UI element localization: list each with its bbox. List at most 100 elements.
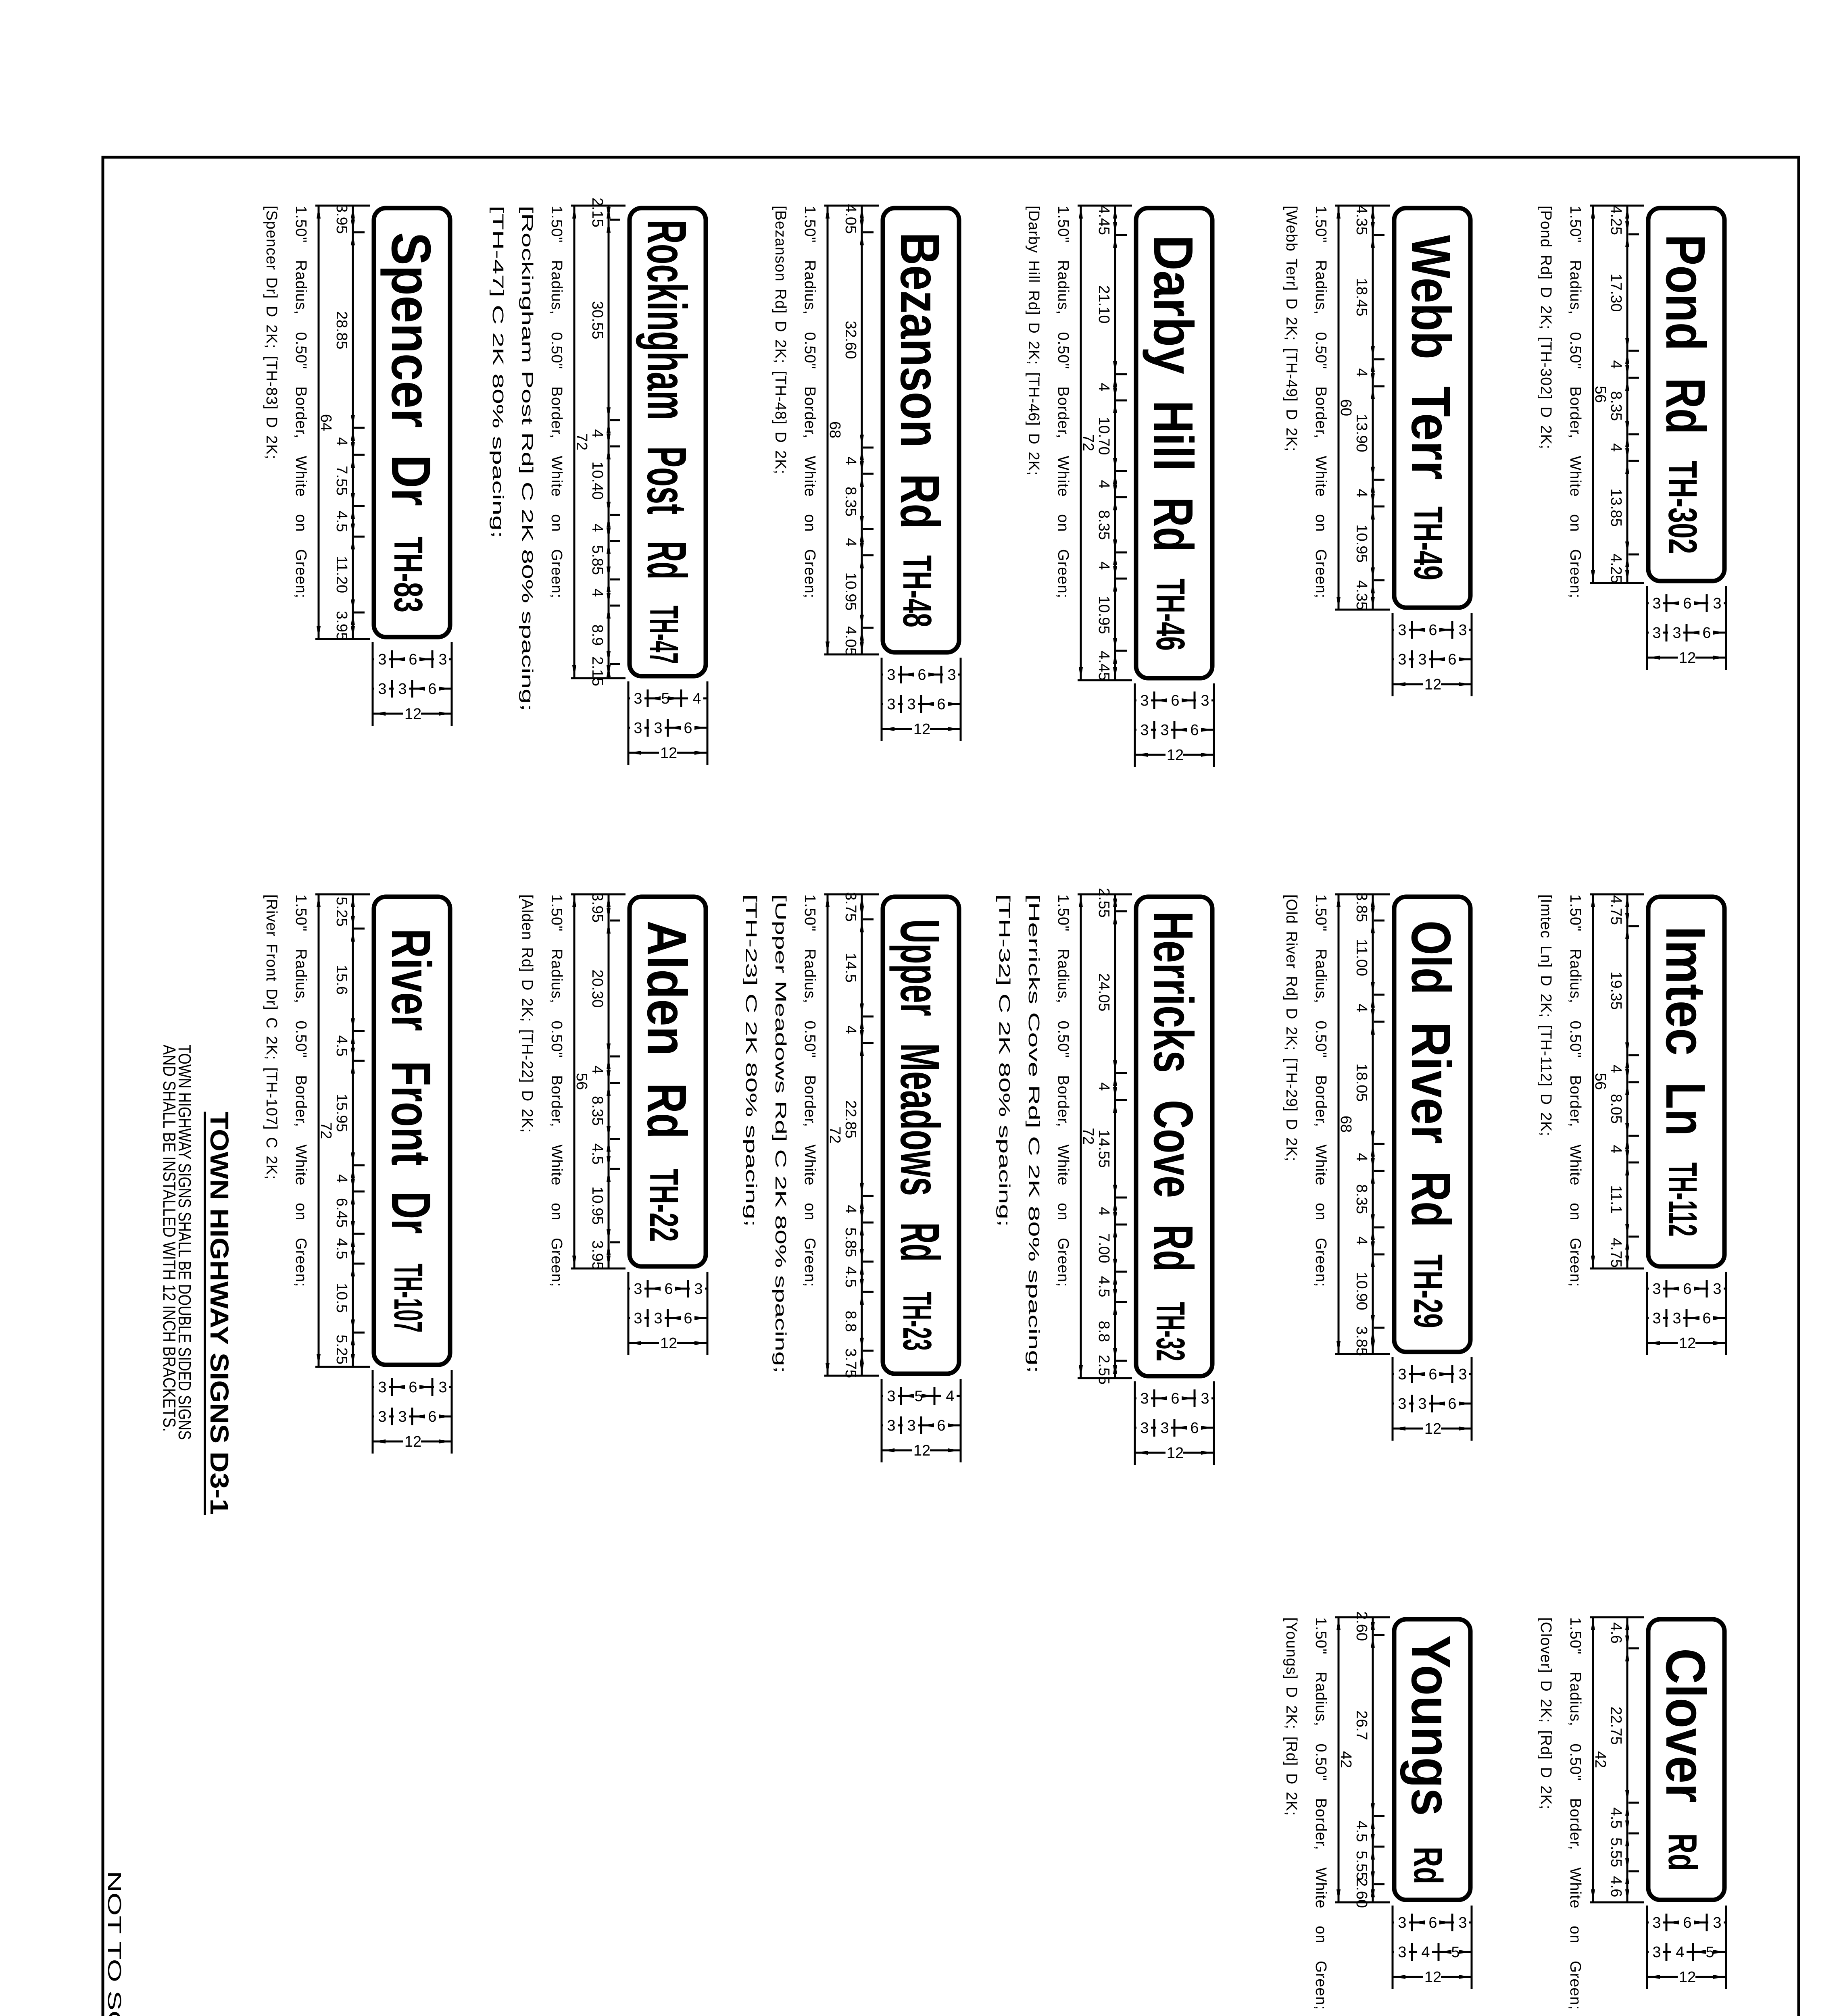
svg-text:10.95: 10.95 <box>842 572 859 610</box>
svg-text:TH-302: TH-302 <box>1660 461 1705 554</box>
svg-text:18.45: 18.45 <box>1353 278 1370 316</box>
svg-text:4: 4 <box>1676 1944 1684 1961</box>
svg-text:8.35: 8.35 <box>1095 510 1112 540</box>
svg-text:3.95: 3.95 <box>589 893 606 923</box>
svg-text:[TH-47] C 2K 80% spacing;: [TH-47] C 2K 80% spacing; <box>489 206 506 538</box>
svg-text:4: 4 <box>1095 480 1112 488</box>
svg-text:6: 6 <box>1683 1281 1691 1297</box>
svg-text:6: 6 <box>937 696 945 713</box>
svg-text:Rd: Rd <box>1660 1833 1705 1871</box>
svg-text:4.05: 4.05 <box>842 626 859 656</box>
svg-text:42: 42 <box>1337 1751 1354 1768</box>
svg-text:TH-112: TH-112 <box>1660 1162 1705 1237</box>
svg-text:4: 4 <box>333 1174 350 1183</box>
svg-text:6: 6 <box>409 651 417 668</box>
svg-text:10.70: 10.70 <box>1095 417 1112 455</box>
svg-text:TH-83: TH-83 <box>386 537 431 612</box>
svg-text:4: 4 <box>589 1065 606 1074</box>
svg-text:6: 6 <box>1448 1395 1456 1412</box>
svg-text:3: 3 <box>1713 1914 1721 1931</box>
svg-text:1.50" Radius, 0.50" Border, Wh: 1.50" Radius, 0.50" Border, White on Gre… <box>1312 894 1329 1287</box>
svg-text:3: 3 <box>1458 1914 1467 1931</box>
svg-text:10.90: 10.90 <box>1353 1272 1370 1310</box>
svg-text:Old: Old <box>1400 921 1462 995</box>
svg-text:5.25: 5.25 <box>333 897 350 927</box>
svg-text:4: 4 <box>842 1205 859 1213</box>
svg-text:TOWN HIGHWAY SIGNS D3-1: TOWN HIGHWAY SIGNS D3-1 <box>205 1112 234 1515</box>
svg-text:TH-23: TH-23 <box>894 1292 940 1351</box>
svg-text:[Pond Rd] D 2K; [TH-302] D 2K;: [Pond Rd] D 2K; [TH-302] D 2K; <box>1537 206 1554 450</box>
svg-text:5: 5 <box>1451 1944 1460 1961</box>
svg-text:4: 4 <box>1608 1145 1624 1153</box>
svg-text:4: 4 <box>1421 1944 1430 1961</box>
svg-text:6: 6 <box>1683 1914 1691 1931</box>
svg-text:Upper: Upper <box>889 919 951 1016</box>
svg-text:10.95: 10.95 <box>1353 524 1370 562</box>
svg-text:3.85: 3.85 <box>1353 1326 1370 1356</box>
svg-text:4: 4 <box>692 690 701 707</box>
svg-text:11.00: 11.00 <box>1353 939 1370 976</box>
svg-text:3: 3 <box>654 720 662 737</box>
svg-text:[Webb Terr] D 2K; [TH-49] D 2K: [Webb Terr] D 2K; [TH-49] D 2K; <box>1283 206 1300 452</box>
svg-text:3: 3 <box>1418 1395 1426 1412</box>
svg-text:Post: Post <box>636 446 698 514</box>
svg-text:3.95: 3.95 <box>589 1240 606 1270</box>
svg-text:3: 3 <box>1398 1395 1406 1412</box>
svg-text:Darby: Darby <box>1142 235 1204 374</box>
svg-text:3: 3 <box>1398 651 1406 668</box>
svg-text:3: 3 <box>1398 1366 1406 1383</box>
svg-text:4: 4 <box>1095 1082 1112 1091</box>
svg-text:6: 6 <box>1702 1310 1711 1327</box>
svg-text:68: 68 <box>1337 1116 1354 1133</box>
svg-text:1.50" Radius, 0.50" Border, Wh: 1.50" Radius, 0.50" Border, White on Gre… <box>292 894 309 1287</box>
svg-text:24.05: 24.05 <box>1095 973 1112 1011</box>
svg-text:5: 5 <box>1706 1944 1714 1961</box>
svg-text:1.50" Radius, 0.50" Border, Wh: 1.50" Radius, 0.50" Border, White on Gre… <box>1567 1617 1584 2010</box>
svg-text:13.90: 13.90 <box>1353 414 1370 452</box>
svg-text:3: 3 <box>1672 625 1681 641</box>
svg-text:[Spencer Dr] D 2K; [TH-83] D 2: [Spencer Dr] D 2K; [TH-83] D 2K; <box>263 206 280 460</box>
svg-text:72: 72 <box>1080 434 1097 451</box>
svg-text:26.7: 26.7 <box>1353 1710 1370 1740</box>
svg-text:4: 4 <box>842 456 859 465</box>
svg-text:3: 3 <box>887 696 895 713</box>
svg-text:4: 4 <box>589 429 606 437</box>
svg-text:5.85: 5.85 <box>589 545 606 575</box>
svg-text:[Alden Rd] D 2K; [TH-22] D 2K;: [Alden Rd] D 2K; [TH-22] D 2K; <box>519 894 536 1133</box>
svg-text:6: 6 <box>1428 1914 1437 1931</box>
svg-text:3: 3 <box>1652 1281 1661 1297</box>
svg-text:3: 3 <box>1160 722 1169 739</box>
svg-text:4: 4 <box>1608 360 1624 369</box>
svg-text:64: 64 <box>317 414 334 431</box>
svg-text:[Old River Rd] D 2K; [TH-29] D: [Old River Rd] D 2K; [TH-29] D 2K; <box>1283 894 1300 1162</box>
svg-text:8.8: 8.8 <box>842 1311 859 1332</box>
svg-text:22.75: 22.75 <box>1608 1706 1624 1745</box>
svg-text:[Imtec Ln] D 2K; [TH-112] D 2K: [Imtec Ln] D 2K; [TH-112] D 2K; <box>1537 894 1554 1137</box>
svg-text:12: 12 <box>913 721 930 738</box>
svg-text:TH-48: TH-48 <box>894 555 940 627</box>
svg-text:8.9: 8.9 <box>589 625 606 646</box>
svg-text:3.75: 3.75 <box>842 892 859 922</box>
svg-text:28.85: 28.85 <box>333 311 350 349</box>
svg-text:5: 5 <box>661 690 669 707</box>
svg-text:[Bezanson Rd] D 2K; [TH-48] D: [Bezanson Rd] D 2K; [TH-48] D 2K; <box>772 206 789 475</box>
svg-text:12: 12 <box>1424 1420 1441 1437</box>
svg-text:Rd: Rd <box>636 541 698 579</box>
svg-text:4: 4 <box>1353 489 1370 497</box>
svg-text:Dr: Dr <box>380 455 442 506</box>
svg-text:72: 72 <box>826 1127 843 1143</box>
svg-text:6: 6 <box>1448 651 1456 668</box>
svg-text:3: 3 <box>1398 622 1406 639</box>
svg-text:12: 12 <box>1679 650 1696 666</box>
svg-text:3: 3 <box>1713 1281 1721 1297</box>
svg-text:TH-107: TH-107 <box>386 1264 431 1333</box>
svg-text:18.05: 18.05 <box>1353 1063 1370 1102</box>
svg-text:[TH-32] C 2K 80% spacing;: [TH-32] C 2K 80% spacing; <box>996 894 1013 1227</box>
svg-text:12: 12 <box>1424 676 1441 693</box>
svg-text:8.8: 8.8 <box>1095 1321 1112 1342</box>
svg-text:6: 6 <box>684 1310 692 1327</box>
svg-text:11.20: 11.20 <box>333 556 350 593</box>
svg-text:2.55: 2.55 <box>1095 1355 1112 1385</box>
svg-text:20.30: 20.30 <box>589 969 606 1008</box>
svg-text:1.50" Radius, 0.50" Border, Wh: 1.50" Radius, 0.50" Border, White on Gre… <box>1567 894 1584 1287</box>
